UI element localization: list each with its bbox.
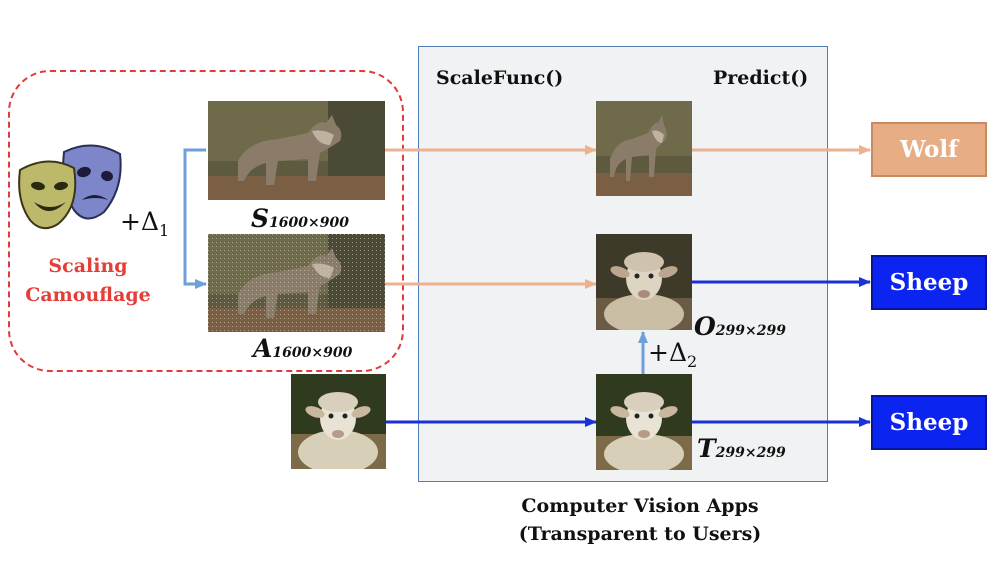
prediction-sheep-t: Sheep: [871, 395, 987, 450]
attack-image-a: [208, 234, 385, 332]
prediction-sheep-o: Sheep: [871, 255, 987, 310]
camouflage-bracket-arrow: [183, 148, 207, 289]
camouflage-line2: Camouflage: [25, 284, 151, 306]
scaling-camouflage-group: [8, 70, 404, 372]
wolf-image-source: [208, 101, 385, 200]
camouflage-line1: Scaling: [48, 255, 128, 277]
target-image-t: [596, 374, 692, 470]
caption-line2: (Transparent to Users): [518, 523, 762, 545]
a-variable-label: A1600×900: [253, 334, 353, 363]
scaling-camouflage-label: Scaling Camouflage: [14, 252, 162, 310]
computer-vision-apps-caption: Computer Vision Apps (Transparent to Use…: [470, 492, 810, 548]
theater-masks-icon: [18, 144, 122, 230]
delta2-label: +Δ2: [648, 338, 698, 371]
caption-line1: Computer Vision Apps: [521, 495, 759, 517]
scalefunc-label: ScaleFunc(): [436, 67, 564, 89]
wolf-image-scaled: [596, 101, 692, 196]
output-image-o: [596, 234, 692, 330]
s-variable-label: S1600×900: [251, 204, 349, 233]
predict-label: Predict(): [713, 67, 809, 89]
sheep-image-input: [291, 374, 386, 469]
t-variable-label: T299×299: [697, 434, 786, 463]
delta1-label: +Δ1: [120, 207, 170, 240]
prediction-wolf: Wolf: [871, 122, 987, 177]
o-variable-label: O299×299: [694, 312, 786, 341]
